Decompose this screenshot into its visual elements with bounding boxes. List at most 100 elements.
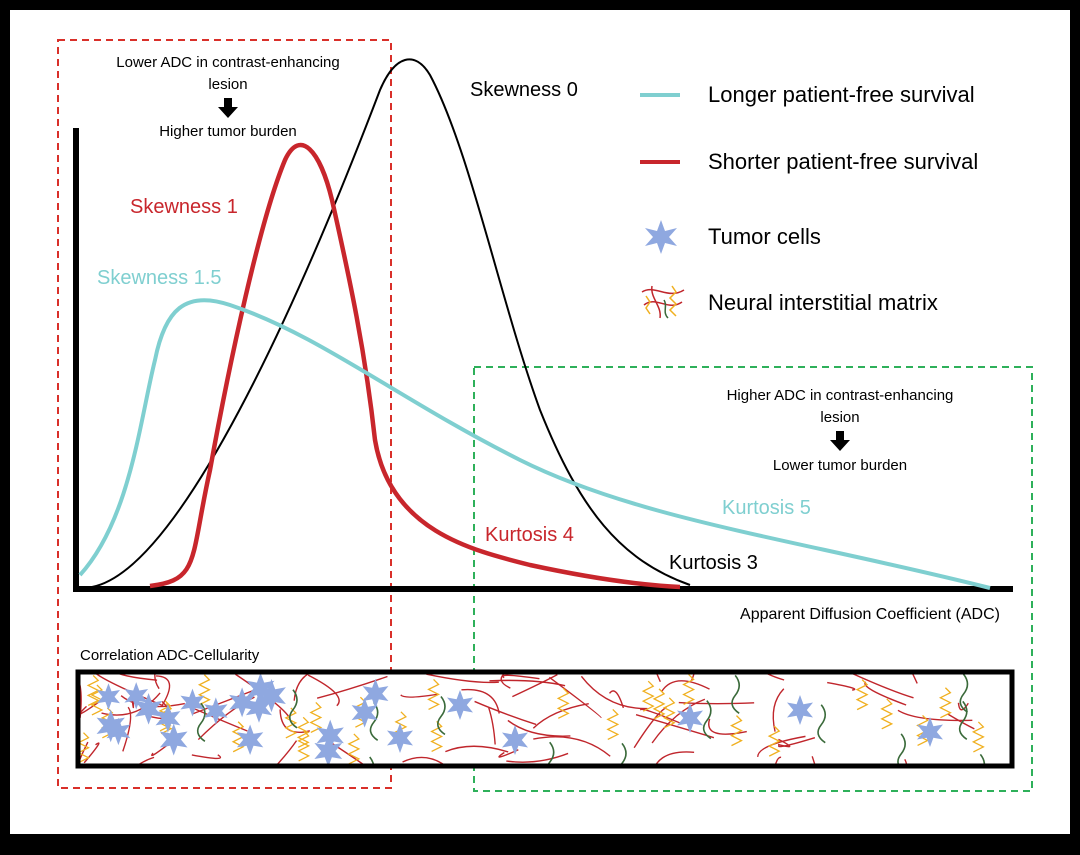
matrix-fibre (95, 673, 164, 707)
matrix-wavy-fibre (556, 687, 570, 719)
matrix-fibre (635, 714, 715, 739)
correlation-label: Correlation ADC-Cellularity (80, 647, 260, 664)
matrix-fibre (847, 672, 914, 699)
tumor-cell (677, 703, 703, 733)
matrix-wavy-fibre (938, 687, 952, 719)
high-adc-region-box (473, 366, 1033, 792)
matrix-fibre (307, 674, 340, 707)
tumor-cell (204, 697, 228, 725)
matrix-fibre (122, 706, 132, 752)
low-adc-result-text: Higher tumor burden (159, 123, 297, 140)
kurtosis-5-label: Kurtosis 5 (722, 497, 811, 519)
matrix-green-fibre (546, 741, 555, 766)
skewness-1-curve (149, 143, 681, 590)
matrix-fibre (445, 745, 509, 753)
matrix-green-fibre (817, 704, 827, 744)
matrix-fibre (608, 690, 625, 709)
matrix-fibre (194, 708, 248, 732)
matrix-green-fibre (702, 700, 712, 740)
legend-shorter-label: Shorter patient-free survival (708, 149, 978, 174)
matrix-fibre (660, 680, 710, 693)
matrix-fibre (778, 737, 816, 748)
matrix-fibre (151, 744, 168, 757)
matrix-fibre (811, 756, 816, 766)
legend-longer-label: Longer patient-free survival (708, 82, 975, 107)
tumor-cell (124, 682, 149, 710)
tumor-cell (159, 723, 188, 756)
matrix-green-fibre (288, 689, 298, 729)
legend-tumor-label: Tumor cells (708, 224, 821, 249)
matrix-fibre (651, 698, 706, 744)
matrix-wavy-fibre (427, 678, 441, 711)
matrix-fibre (502, 674, 540, 680)
matrix-fibre (135, 756, 155, 766)
matrix-fibre (533, 736, 611, 757)
skewness-1.5-curve (78, 298, 991, 590)
matrix-wavy-fibre (730, 715, 743, 747)
tumor-cell (447, 690, 473, 720)
matrix-fibre (506, 752, 569, 763)
matrix-wavy-fibre (880, 698, 894, 730)
matrix-fibre (331, 742, 367, 766)
matrix-fibre (191, 754, 222, 760)
matrix-fibre (947, 713, 975, 730)
matrix-fibre (507, 719, 571, 737)
matrix-green-fibre (979, 753, 986, 766)
matrix-wavy-fibre (197, 674, 211, 706)
matrix-wavy-fibre (641, 680, 655, 712)
matrix-fibre (827, 681, 856, 691)
tumor-cell (362, 678, 389, 709)
matrix-fibre (633, 706, 667, 749)
matrix-green-fibre (436, 695, 446, 736)
matrix-wavy-fibre (430, 720, 444, 753)
matrix-fibre (580, 675, 648, 710)
high-adc-text-line2: lesion (820, 409, 859, 426)
high-adc-down-arrow (830, 431, 850, 451)
matrix-wavy-fibre (682, 674, 696, 706)
neural-matrix-icon (641, 285, 685, 319)
matrix-green-fibre (958, 700, 968, 740)
low-adc-down-arrow (218, 98, 238, 118)
matrix-fibre (154, 672, 160, 690)
tumor-cell (236, 724, 264, 755)
tumor-cell (257, 679, 286, 713)
matrix-wavy-fibre (855, 679, 869, 711)
tumor-cell (134, 693, 163, 725)
matrix-fibre (156, 675, 171, 707)
tumor-cell (387, 723, 413, 753)
matrix-fibre (532, 703, 589, 729)
matrix-fibre (489, 679, 566, 687)
matrix-wavy-fibre (297, 730, 311, 762)
tumor-cell-icon (645, 220, 677, 254)
kurtosis-3-label: Kurtosis 3 (669, 552, 758, 574)
matrix-fibre (316, 675, 388, 699)
low-adc-region-box (57, 39, 392, 789)
matrix-fibre (690, 672, 696, 682)
low-adc-text-line2: lesion (208, 76, 247, 93)
matrix-fibre (101, 692, 161, 716)
tumor-cell (351, 697, 378, 728)
matrix-fibre (474, 700, 537, 726)
matrix-wavy-fibre (296, 716, 310, 748)
matrix-fibre (512, 673, 558, 698)
matrix-fibre (911, 672, 918, 684)
matrix-green-fibre (369, 701, 379, 741)
skewness-0-label: Skewness 0 (470, 79, 578, 101)
matrix-green-fibre (959, 673, 969, 713)
legend: Longer patient-free survival Shorter pat… (640, 82, 978, 319)
cellularity-strip (75, 669, 1015, 769)
matrix-wavy-fibre (78, 732, 90, 764)
tumor-cell (502, 725, 528, 755)
tumor-cell (96, 683, 120, 710)
cellularity-strip-border (75, 669, 1015, 769)
tumor-cell (316, 719, 344, 752)
matrix-wavy-fibre (284, 707, 298, 739)
high-adc-result-text: Lower tumor burden (773, 457, 907, 474)
tumor-cell (180, 688, 205, 717)
tumor-cell (787, 695, 813, 725)
matrix-wavy-fibre (652, 688, 666, 720)
matrix-green-fibre (369, 756, 375, 766)
matrix-green-fibre (897, 733, 906, 766)
matrix-fibre (400, 693, 439, 698)
